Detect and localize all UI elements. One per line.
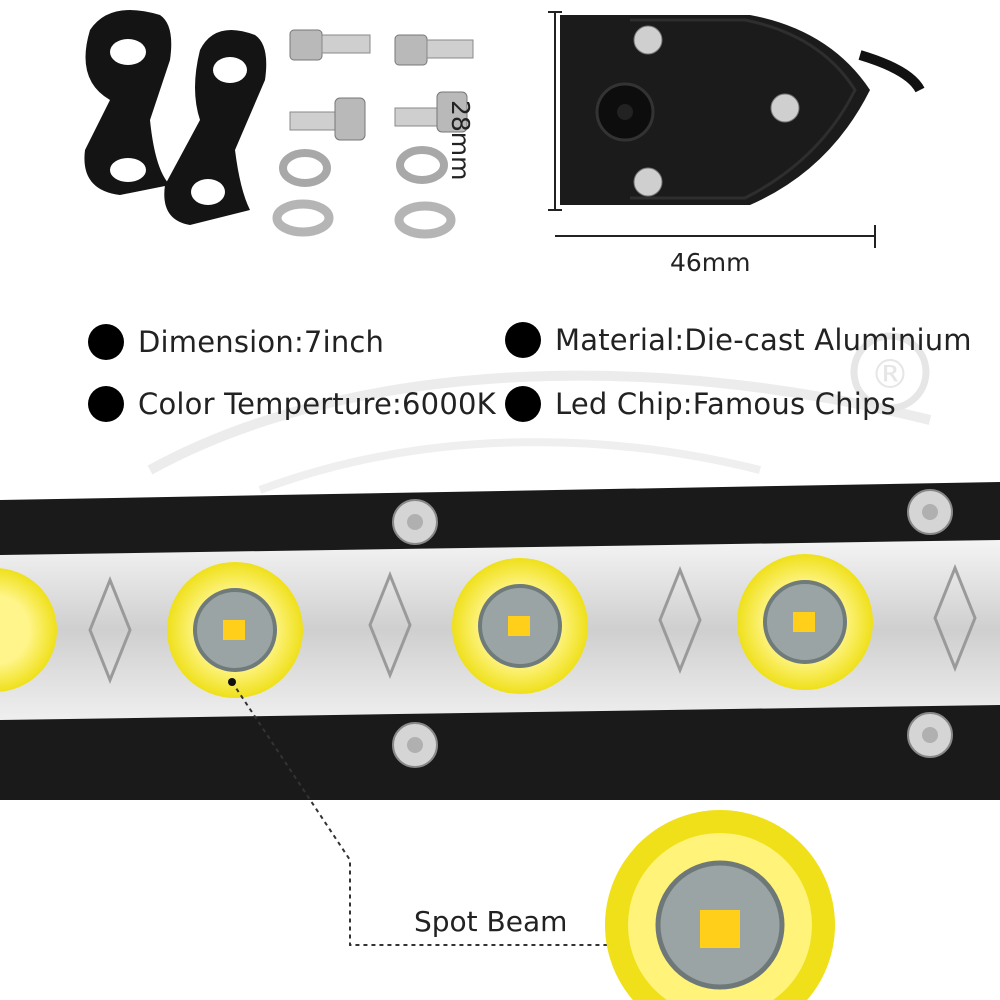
bolt-3 [289,97,366,141]
flat-washer-1 [272,199,334,237]
spec-color-temperature: Color Temperture:6000K [88,386,496,422]
spec-led-chip: Led Chip:Famous Chips [505,386,896,422]
light-bar-closeup-image [0,482,1000,800]
spec-color-temperature-label: Color Temperture:6000K [138,387,496,421]
bullet-icon [88,386,124,422]
spec-dimension: Dimension:7inch [88,324,384,360]
spec-material: Material:Die-cast Aluminium [505,322,972,358]
side-profile-image [548,11,925,248]
bullet-icon [505,322,541,358]
bullet-icon [505,386,541,422]
bracket-left [84,10,172,195]
spec-dimension-label: Dimension:7inch [138,325,385,359]
bolt-4 [394,91,468,133]
led-2 [452,558,588,694]
bullet-icon [88,324,124,360]
bolt-2 [394,34,474,66]
bolt-1 [289,29,371,61]
spring-washer-2 [396,146,448,184]
housing-profile [560,15,870,205]
mounting-hardware-image [84,10,474,239]
spec-material-label: Material:Die-cast Aluminium [555,323,972,357]
led-3 [737,554,873,690]
watermark-symbol: ® [870,352,910,398]
flat-washer-2 [394,201,456,239]
spot-beam-label: Spot Beam [414,905,568,938]
led-1 [167,562,303,698]
width-dimension-label: 46mm [670,248,751,277]
spec-led-chip-label: Led Chip:Famous Chips [555,387,896,421]
spring-washer-1 [279,149,331,187]
